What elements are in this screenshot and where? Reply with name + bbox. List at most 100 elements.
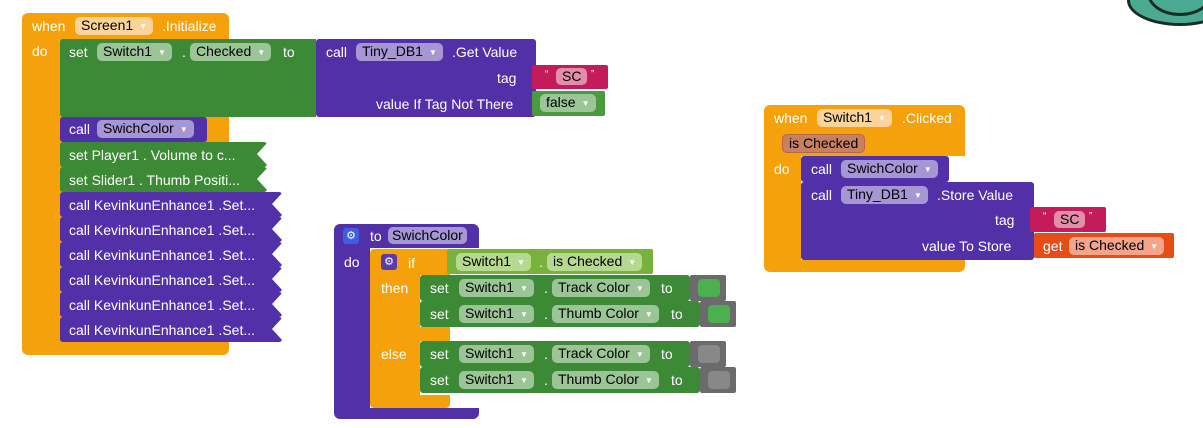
component-dropdown[interactable]: Switch1▼: [459, 305, 534, 323]
call-label: call: [326, 44, 348, 60]
call-label: call: [811, 187, 833, 203]
do-label: do: [344, 254, 360, 270]
collapsed-label: set Slider1 . Thumb Positi...: [69, 172, 240, 188]
when-label: when: [32, 18, 66, 34]
event-footer: [60, 340, 229, 345]
component-dropdown[interactable]: Switch1▼: [456, 253, 531, 271]
switch-component-dropdown[interactable]: Switch1▼: [817, 109, 892, 127]
collapsed-label: call KevinkunEnhance1 .Set...: [69, 197, 256, 213]
color-swatch-gray[interactable]: [708, 371, 730, 389]
to-label: to: [283, 44, 295, 60]
collapsed-edge: [257, 167, 268, 191]
variable-dropdown[interactable]: is Checked▼: [1069, 237, 1165, 255]
procedure-dropdown[interactable]: SwichColor▼: [97, 120, 194, 138]
open-quote: “: [545, 69, 549, 80]
chevron-down-icon: ▼: [179, 124, 188, 134]
collapsed-label: call KevinkunEnhance1 .Set...: [69, 222, 256, 238]
color-swatch-gray[interactable]: [698, 345, 720, 363]
call-label: call: [811, 161, 833, 177]
chevron-down-icon: ▼: [257, 47, 266, 57]
dot-label: .: [544, 306, 548, 322]
set-label: set: [69, 44, 88, 60]
collapsed-block[interactable]: [60, 267, 282, 292]
else-label: else: [381, 346, 407, 362]
gear-icon[interactable]: ⚙: [343, 228, 359, 244]
collapsed-label: set Player1 . Volume to c...: [69, 147, 236, 163]
event-parameter[interactable]: is Checked: [782, 134, 866, 153]
collapsed-label: call KevinkunEnhance1 .Set...: [69, 297, 256, 313]
do-label: do: [32, 43, 48, 59]
gear-icon[interactable]: ⚙: [381, 254, 397, 270]
collapsed-edge: [272, 192, 283, 216]
component-dropdown[interactable]: Switch1▼: [459, 371, 534, 389]
set-label: set: [430, 306, 449, 322]
collapsed-block[interactable]: [60, 142, 267, 167]
event-name-label: .Initialize: [162, 18, 217, 34]
procedure-dropdown[interactable]: SwichColor▼: [841, 160, 938, 178]
default-value-label: value If Tag Not There: [376, 96, 514, 112]
chevron-down-icon: ▼: [644, 375, 653, 385]
property-dropdown[interactable]: Track Color▼: [552, 279, 650, 297]
method-label: .Get Value: [452, 44, 518, 60]
text-value-field[interactable]: SC: [556, 68, 588, 85]
chevron-down-icon: ▼: [428, 47, 437, 57]
chevron-down-icon: ▼: [520, 375, 528, 385]
tinydb-component-dropdown[interactable]: Tiny_DB1▼: [356, 43, 443, 61]
text-value-field[interactable]: SC: [1054, 211, 1086, 228]
set-label: set: [430, 372, 449, 388]
close-quote: ”: [1089, 211, 1093, 222]
chevron-down-icon: ▼: [635, 349, 644, 359]
property-dropdown[interactable]: Track Color▼: [552, 345, 650, 363]
chevron-down-icon: ▼: [1150, 241, 1159, 251]
collapsed-block[interactable]: [60, 167, 267, 192]
collapsed-edge: [272, 267, 283, 291]
boolean-dropdown[interactable]: false▼: [540, 94, 596, 112]
color-swatch-green[interactable]: [708, 305, 730, 323]
collapsed-edge: [272, 292, 283, 316]
collapsed-block[interactable]: [60, 217, 282, 242]
tinydb-component-dropdown[interactable]: Tiny_DB1▼: [841, 186, 928, 204]
chevron-down-icon: ▼: [878, 113, 886, 123]
chevron-down-icon: ▼: [139, 21, 148, 31]
collapsed-label: call KevinkunEnhance1 .Set...: [69, 322, 256, 338]
chevron-down-icon: ▼: [158, 47, 166, 57]
procedure-name-field[interactable]: SwichColor: [388, 227, 467, 244]
collapsed-edge: [257, 142, 268, 166]
dot-label: .: [544, 372, 548, 388]
collapsed-block[interactable]: [60, 192, 282, 217]
chevron-down-icon: ▼: [517, 257, 525, 267]
component-dropdown[interactable]: Switch1▼: [97, 43, 172, 61]
then-label: then: [381, 280, 409, 296]
component-dropdown[interactable]: Switch1▼: [459, 345, 534, 363]
if-label: if: [408, 255, 415, 271]
event-name-label: .Clicked: [902, 110, 952, 126]
property-dropdown[interactable]: Thumb Color▼: [552, 371, 659, 389]
chevron-down-icon: ▼: [581, 98, 590, 108]
collapsed-label: call KevinkunEnhance1 .Set...: [69, 272, 256, 288]
when-label: when: [774, 110, 808, 126]
collapsed-label: call KevinkunEnhance1 .Set...: [69, 247, 256, 263]
color-swatch-green[interactable]: [698, 279, 720, 297]
to-label: to: [661, 346, 673, 362]
component-dropdown[interactable]: Switch1▼: [459, 279, 534, 297]
chevron-down-icon: ▼: [520, 283, 528, 293]
collapsed-block[interactable]: [60, 292, 282, 317]
collapsed-block[interactable]: [60, 242, 282, 267]
set-label: set: [430, 280, 449, 296]
chevron-down-icon: ▼: [923, 164, 932, 174]
collapsed-block[interactable]: [60, 317, 282, 342]
collapsed-edge: [272, 317, 283, 341]
property-dropdown[interactable]: is Checked▼: [547, 253, 643, 271]
property-dropdown[interactable]: Checked▼: [190, 43, 272, 61]
open-quote: “: [1043, 211, 1047, 222]
property-dropdown[interactable]: Thumb Color▼: [552, 305, 659, 323]
set-label: set: [430, 346, 449, 362]
chevron-down-icon: ▼: [520, 309, 528, 319]
tag-label: tag: [497, 70, 517, 86]
chevron-down-icon: ▼: [635, 283, 644, 293]
event-header: when Screen1▼ .Initialize: [22, 13, 229, 39]
collapsed-edge: [272, 217, 283, 241]
screen-component-dropdown[interactable]: Screen1▼: [75, 17, 154, 35]
tag-label: tag: [995, 212, 1015, 228]
method-label: .Store Value: [937, 187, 1014, 203]
